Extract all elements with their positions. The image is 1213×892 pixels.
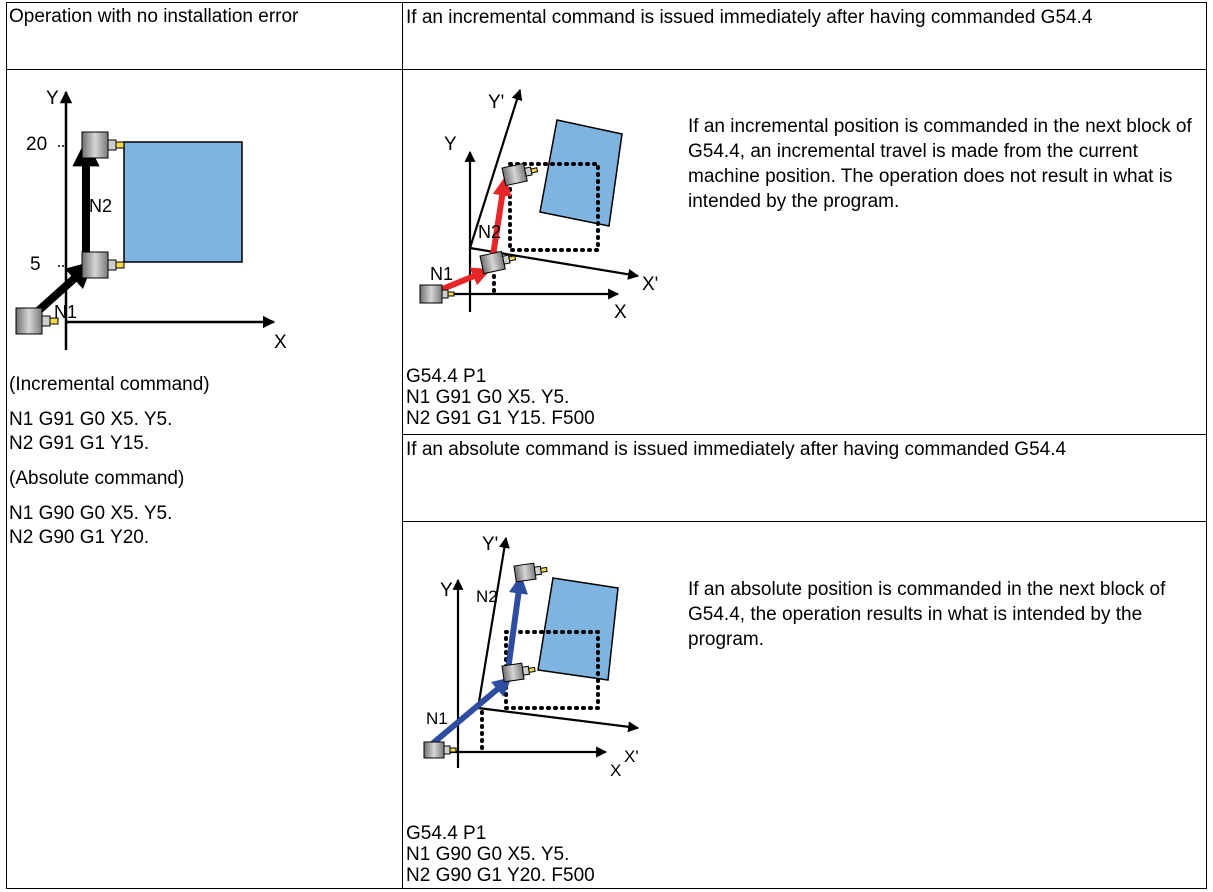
rotated-y-label: Y': [482, 534, 498, 555]
tool-mid: [501, 662, 536, 683]
incremental-program-line-1: G54.4 P1: [406, 366, 487, 387]
workpiece: [123, 141, 243, 263]
incremental-title: (Incremental command): [9, 374, 210, 395]
tick-label-5: 5: [30, 254, 41, 275]
right-header-incremental: If an incremental command is issued imme…: [406, 7, 1093, 28]
table-border-top: [6, 2, 1207, 3]
tool-start: [419, 284, 455, 304]
right-header-absolute: If an absolute command is issued immedia…: [406, 439, 1067, 460]
label-n2: N2: [476, 587, 498, 606]
machine-x-label: X: [610, 761, 621, 780]
incremental-program-line-3: N2 G91 G1 Y15. F500: [406, 408, 595, 429]
left-header: Operation with no installation error: [9, 6, 299, 27]
absolute-diagram: Y X Y' X' N1 N2: [423, 534, 640, 780]
incremental-description: If an incremental position is commanded …: [688, 116, 1192, 212]
rotated-x-label: X': [624, 747, 639, 766]
absolute-line-2: N2 G90 G1 Y20.: [9, 527, 150, 548]
incremental-line-1: N1 G91 G0 X5. Y5.: [9, 409, 173, 430]
table-row-divider: [402, 434, 1207, 435]
machine-x-label: X: [614, 302, 627, 323]
absolute-line-1: N1 G90 G0 X5. Y5.: [9, 503, 173, 524]
machine-y-label: Y: [440, 580, 453, 601]
tool-start: [15, 307, 59, 335]
label-n2: N2: [89, 196, 112, 216]
n1-arrow: [430, 677, 512, 747]
table-border-left: [6, 2, 7, 889]
left-diagram: Y X 20 5 N1 N2: [15, 88, 287, 353]
workpiece: [537, 577, 619, 681]
label-n1: N1: [430, 264, 453, 284]
table-row-divider-2: [402, 521, 1207, 522]
rotated-y-label: Y': [488, 92, 504, 113]
tool-end: [501, 162, 539, 187]
table-border-bottom: [6, 888, 1207, 889]
n2-arrow: [505, 574, 528, 671]
n2-arrow: [489, 176, 512, 263]
absolute-description: If an absolute position is commanded in …: [688, 579, 1166, 650]
table-header-divider: [6, 69, 1207, 70]
tick-label-20: 20: [26, 134, 47, 155]
rotated-x-label: X': [642, 274, 658, 295]
absolute-program-line-1: G54.4 P1: [406, 823, 487, 844]
absolute-title: (Absolute command): [9, 468, 185, 489]
tool-mid: [479, 250, 517, 275]
table-column-divider: [402, 2, 403, 889]
n1-arrow: [438, 267, 492, 293]
absolute-program-line-3: N2 G90 G1 Y20. F500: [406, 865, 595, 886]
workpiece: [539, 119, 623, 227]
incremental-program-line-2: N1 G91 G0 X5. Y5.: [406, 387, 570, 408]
incremental-line-2: N2 G91 G1 Y15.: [9, 433, 150, 454]
label-n1: N1: [426, 709, 448, 728]
label-n1: N1: [54, 302, 77, 322]
incremental-diagram: Y X Y' X' N1 N2: [419, 88, 658, 323]
tool-start: [423, 741, 457, 759]
tool-end: [513, 562, 548, 583]
label-n2: N2: [478, 222, 501, 242]
absolute-program-line-2: N1 G90 G0 X5. Y5.: [406, 844, 570, 865]
tool-mid: [81, 251, 125, 279]
y-axis-label: Y: [46, 88, 59, 109]
table-border-right: [1206, 2, 1207, 889]
x-axis-label: X: [274, 332, 287, 353]
machine-y-label: Y: [444, 134, 457, 155]
tool-end: [81, 131, 125, 159]
